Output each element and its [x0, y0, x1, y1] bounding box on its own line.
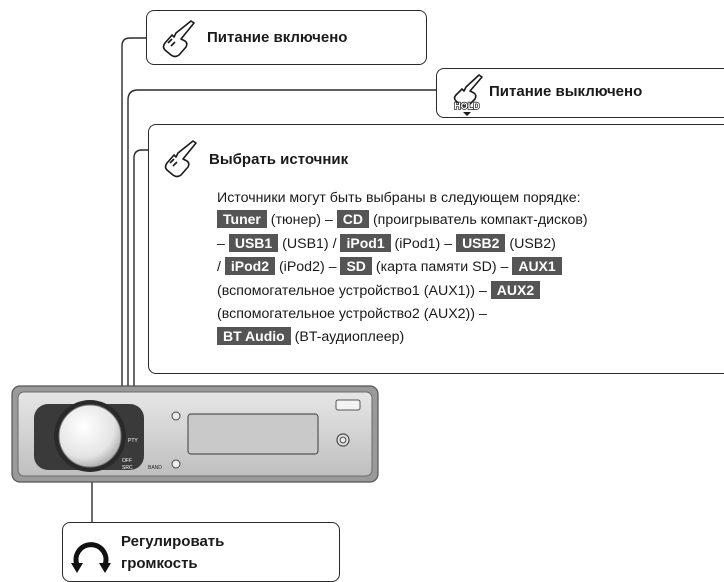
connector-select-source	[133, 149, 148, 410]
tap-hand-icon	[162, 20, 195, 58]
callout-power-on: Питание включено	[146, 10, 427, 65]
down-button	[171, 459, 181, 469]
off-button-label: OFF	[122, 458, 132, 464]
source-line: (вспомогательное устройство2 (AUX2)) –	[217, 303, 723, 325]
source-line: (вспомогательное устройство1 (AUX1)) – A…	[217, 280, 723, 302]
hold-hand-icon: HOLD	[454, 74, 483, 116]
source-description: –	[217, 235, 229, 252]
connector-power-off	[127, 89, 436, 410]
car-stereo-head-unit: PTY OFF SRC BAND	[11, 385, 379, 483]
select-source-label: Выбрать источник	[209, 151, 349, 168]
tap-hand-icon	[164, 140, 197, 178]
source-description: (карта памяти SD) –	[371, 259, 513, 276]
source-tag: iPod2	[224, 257, 276, 276]
source-description: /	[217, 259, 225, 276]
callout-power-off: HOLD Питание выключено	[436, 68, 724, 118]
source-line: – USB1 (USB1) / iPod1 (iPod1) – USB2 (US…	[217, 233, 723, 255]
source-description: (BT-аудиоплеер)	[290, 329, 405, 346]
source-tag: USB2	[456, 233, 506, 252]
source-description: (проигрыватель компакт-дисков)	[369, 212, 588, 229]
source-tag: iPod1	[340, 233, 391, 252]
hold-badge: HOLD	[454, 101, 480, 111]
volume-knob	[58, 404, 122, 468]
source-description: (USB2)	[505, 235, 556, 252]
source-tag: BT Audio	[217, 327, 291, 346]
source-description: (iPod1) –	[390, 235, 457, 252]
source-tag: SD	[340, 257, 372, 276]
source-tag: AUX1	[512, 257, 562, 276]
source-line: / iPod2 (iPod2) – SD (карта памяти SD) –…	[217, 256, 723, 278]
volume-label-line2: громкость	[121, 555, 198, 572]
source-tag: CD	[336, 210, 370, 229]
connector-power-on	[121, 37, 146, 410]
callout-volume: Регулировать громкость	[62, 522, 340, 582]
rotate-arrows-icon	[71, 542, 111, 573]
source-line: Tuner (тюнер) – CD (проигрыватель компак…	[217, 209, 723, 231]
source-line: BT Audio (BT-аудиоплеер)	[217, 326, 723, 348]
source-tag: USB1	[228, 233, 279, 252]
src-button-label: SRC	[122, 465, 133, 471]
volume-label-line1: Регулировать	[121, 533, 225, 550]
source-tag: AUX2	[490, 280, 541, 299]
source-description: (вспомогательное устройство2 (AUX2)) –	[217, 306, 487, 323]
band-button-label: BAND	[148, 465, 162, 471]
power-on-label: Питание включено	[207, 29, 348, 46]
source-description: (тюнер) –	[266, 212, 337, 229]
info-button	[336, 433, 350, 447]
source-order-text: Источники могут быть выбраны в следующем…	[217, 187, 723, 349]
detach-button	[335, 399, 361, 411]
pty-button-label: PTY	[128, 438, 138, 444]
source-description: (iPod2) –	[275, 259, 341, 276]
display-screen	[187, 413, 319, 455]
source-tag: Tuner	[217, 210, 267, 229]
source-intro: Источники могут быть выбраны в следующем…	[217, 190, 581, 206]
up-button	[171, 411, 181, 421]
source-description: (USB1) /	[278, 235, 341, 252]
source-order-list: Tuner (тюнер) – CD (проигрыватель компак…	[217, 209, 723, 348]
callout-select-source: Выбрать источник Источники могут быть вы…	[148, 124, 724, 374]
power-off-label: Питание выключено	[489, 83, 643, 100]
source-description: (вспомогательное устройство1 (AUX1)) –	[217, 282, 491, 299]
